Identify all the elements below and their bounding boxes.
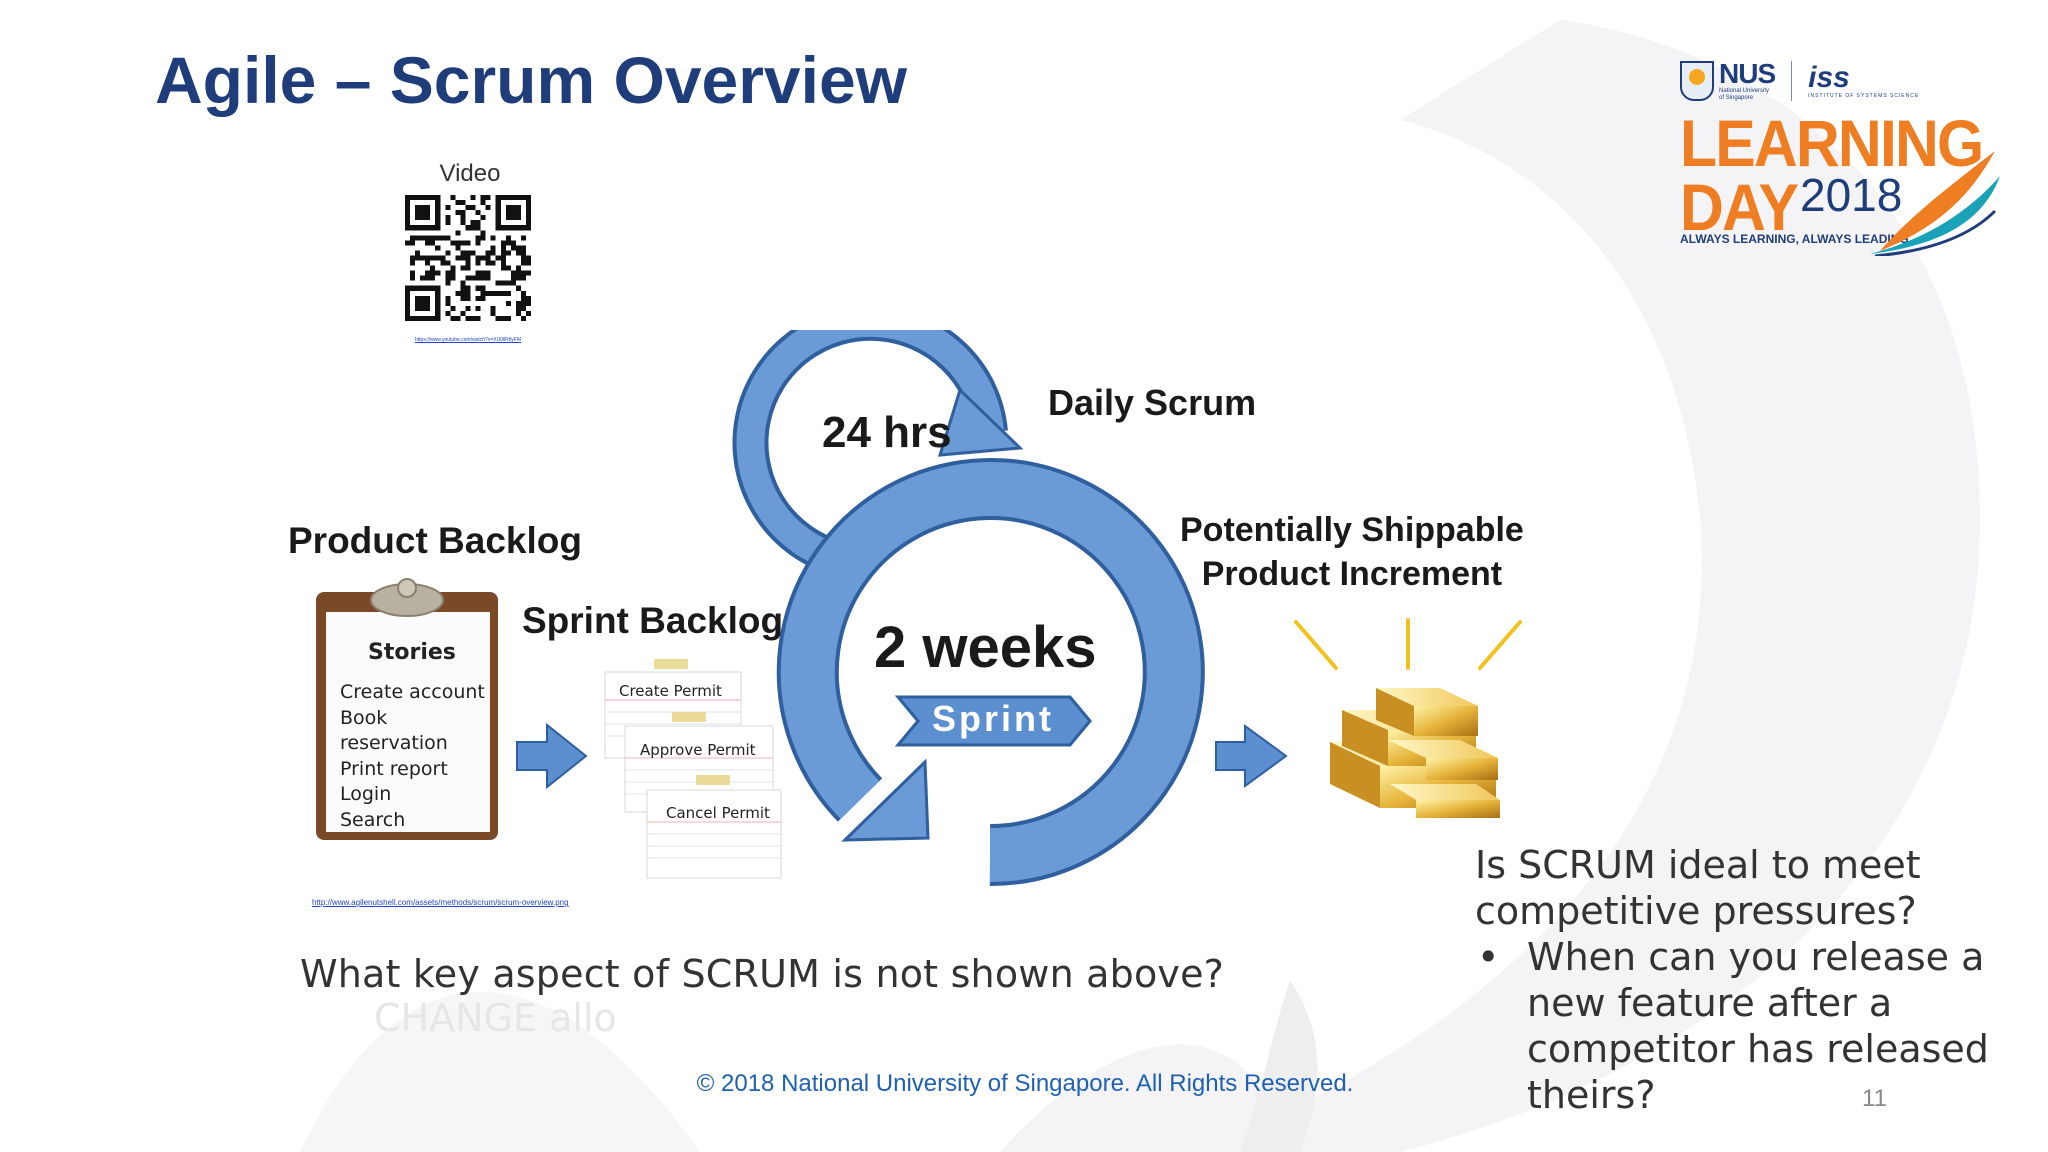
story-item: Search xyxy=(340,808,406,831)
story-list: Create account Book reservation Print re… xyxy=(340,680,490,833)
year-wordmark: 2018 xyxy=(1800,169,1903,221)
nus-crest-icon xyxy=(1680,61,1714,101)
clipboard-title: Stories xyxy=(368,640,456,665)
increment-label-line1: Potentially Shippable xyxy=(1180,511,1524,549)
competitive-question: Is SCRUM ideal to meet competitive press… xyxy=(1475,842,2015,1118)
product-backlog-clipboard xyxy=(316,578,498,840)
increment-label: Potentially Shippable Product Increment xyxy=(1180,508,1524,596)
copyright-footer: © 2018 National University of Singapore.… xyxy=(696,1070,1354,1097)
story-item: Create account xyxy=(340,681,485,703)
nus-subtitle-2: of Singapore xyxy=(1719,95,1754,101)
gold-bars-icon xyxy=(1330,688,1500,818)
learning-day-logo: NUS National University of Singapore iss… xyxy=(1680,56,2000,256)
hours-label: 24 hrs xyxy=(822,408,952,457)
logo-tagline: ALWAYS LEARNING, ALWAYS LEADING xyxy=(1680,232,1909,246)
video-qr-code[interactable] xyxy=(405,195,531,321)
sprint-backlog-label: Sprint Backlog xyxy=(522,600,784,641)
competitive-question-bullet: • When can you release a new feature aft… xyxy=(1475,934,2015,1118)
sprint-banner xyxy=(894,695,1092,747)
competitive-question-intro: Is SCRUM ideal to meet competitive press… xyxy=(1475,843,1921,933)
ghost-answer-text: CHANGE allo xyxy=(374,996,617,1040)
institution-logos: NUS National University of Singapore iss… xyxy=(1680,60,1919,102)
product-backlog-label: Product Backlog xyxy=(288,520,582,561)
video-label: Video xyxy=(439,160,501,187)
swoosh-icon xyxy=(1870,151,2000,256)
story-item: Print report xyxy=(340,757,448,780)
video-link[interactable]: https://www.youtube.com/watch?v=XU0llRlt… xyxy=(415,337,522,343)
slide-title: Agile – Scrum Overview xyxy=(155,43,908,117)
page-number: 11 xyxy=(1862,1085,1887,1112)
story-item: Login xyxy=(340,783,392,805)
nus-wordmark: NUS xyxy=(1719,58,1776,89)
bullet-icon: • xyxy=(1477,935,1500,979)
increment-label-line2: Product Increment xyxy=(1201,555,1503,593)
iss-wordmark: iss xyxy=(1808,61,1850,94)
nus-subtitle-1: National University xyxy=(1719,88,1770,94)
shine-lines-icon xyxy=(1294,618,1522,670)
story-item: Book reservation xyxy=(340,706,448,755)
arrow-to-sprint-backlog-icon xyxy=(516,722,588,790)
iss-subtitle: INSTITUTE OF SYSTEMS SCIENCE xyxy=(1808,93,1920,99)
question-missing-aspect: What key aspect of SCRUM is not shown ab… xyxy=(300,952,1225,996)
day-wordmark: DAY xyxy=(1680,170,1799,244)
card-approve-permit: Approve Permit xyxy=(640,741,756,759)
arrow-to-increment-icon xyxy=(1215,724,1288,788)
sprint-label: Sprint xyxy=(932,698,1054,739)
weeks-label: 2 weeks xyxy=(874,615,1097,680)
learning-wordmark: LEARNING xyxy=(1680,106,1984,180)
diagram-source-link[interactable]: http://www.agilenutshell.com/assets/meth… xyxy=(312,898,569,907)
competitive-question-bullet-text: When can you release a new feature after… xyxy=(1527,935,1989,1117)
sprint-backlog-cards xyxy=(604,659,782,879)
scrum-diagram xyxy=(316,330,1522,887)
card-cancel-permit: Cancel Permit xyxy=(666,804,770,822)
logo-divider xyxy=(1791,61,1793,101)
daily-scrum-loop-arrow xyxy=(732,330,1024,572)
sprint-loop-arrow xyxy=(776,458,1205,887)
daily-scrum-label: Daily Scrum xyxy=(1048,382,1257,423)
card-create-permit: Create Permit xyxy=(619,682,722,700)
